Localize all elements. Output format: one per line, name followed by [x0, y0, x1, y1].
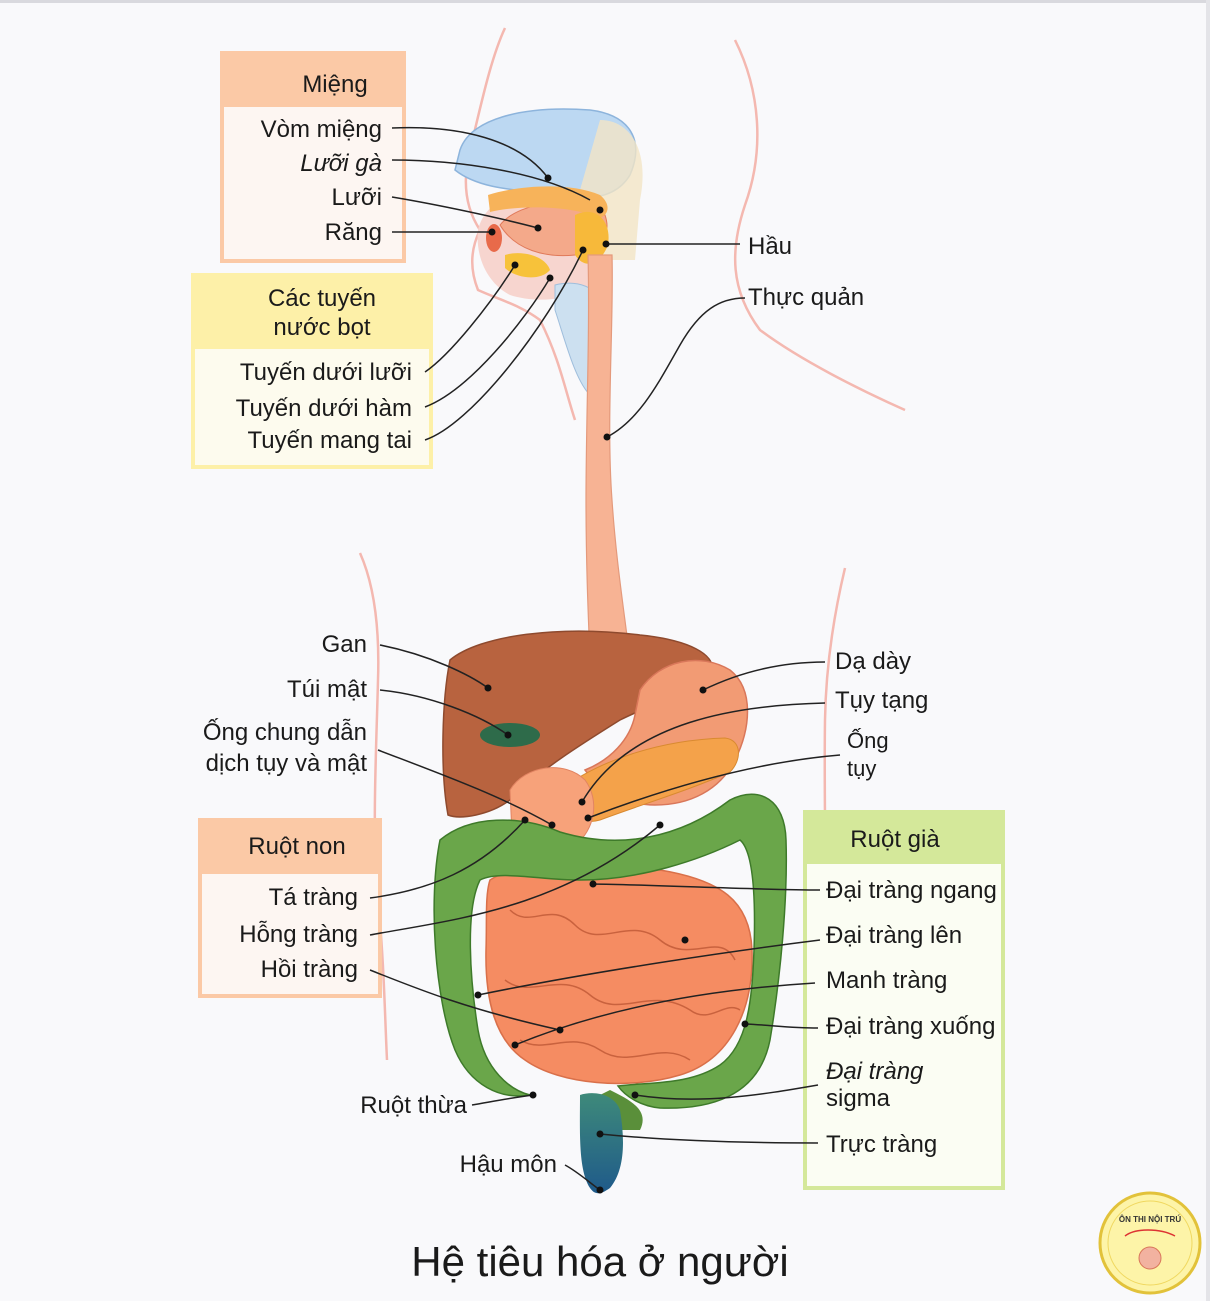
salivary-header-line2: nước bọt: [273, 314, 371, 341]
large-intestine-header: Ruột già: [850, 826, 940, 853]
label-rectum: Trực tràng: [826, 1131, 937, 1158]
label-ileum: Hồi tràng: [261, 956, 358, 983]
liver-shape: [442, 630, 713, 818]
label-submandibular: Tuyến dưới hàm: [236, 395, 412, 422]
large-intestine-box: Ruột già: [803, 810, 1005, 1190]
small-intestine-header: Ruột non: [248, 833, 345, 860]
labels: Vòm miệng Lưỡi gà Lưỡi Răng Tuyến dưới l…: [203, 116, 997, 1178]
label-common-duct-2: dịch tụy và mật: [206, 750, 368, 777]
label-esophagus: Thực quản: [748, 284, 864, 311]
label-pancreatic-duct-2: tụy: [847, 756, 876, 781]
label-ascending-colon: Đại tràng lên: [826, 922, 962, 949]
label-anus: Hậu môn: [460, 1151, 557, 1178]
head-organs: [454, 108, 643, 396]
label-cecum: Manh tràng: [826, 967, 947, 994]
label-jejunum: Hỗng tràng: [239, 921, 358, 948]
label-transverse-colon: Đại tràng ngang: [826, 877, 997, 904]
salivary-header-line1: Các tuyến: [268, 285, 376, 312]
label-pancreatic-duct-1: Ống: [847, 727, 889, 753]
esophagus-shape: [585, 254, 631, 661]
logo-badge: ÔN THI NỘI TRÚ: [1098, 1191, 1202, 1295]
label-common-duct-1: Ống chung dẫn: [203, 718, 367, 746]
label-uvula: Lưỡi gà: [300, 150, 382, 177]
sublingual-gland-shape: [505, 253, 550, 278]
right-border: [1206, 0, 1210, 1301]
label-duodenum: Tá tràng: [269, 884, 358, 911]
rectum-shape: [579, 1093, 623, 1194]
label-parotid: Tuyến mang tai: [247, 427, 412, 454]
mouth-header: Miệng: [302, 71, 367, 98]
label-palate: Vòm miệng: [261, 116, 382, 143]
large-intestine-shape: [433, 793, 788, 1109]
leader-dots: [474, 174, 749, 1194]
label-stomach: Dạ dày: [835, 648, 911, 675]
leader-lines: [369, 126, 841, 1191]
label-appendix: Ruột thừa: [360, 1092, 467, 1119]
label-liver: Gan: [322, 631, 367, 658]
label-pancreas: Tụy tạng: [835, 687, 928, 714]
label-sublingual: Tuyến dưới lưỡi: [240, 359, 412, 386]
label-teeth: Răng: [325, 219, 382, 246]
logo-text: ÔN THI NỘI TRÚ: [1119, 1215, 1181, 1224]
small-intestine-box: Ruột non: [198, 818, 382, 998]
label-tongue: Lưỡi: [332, 184, 382, 211]
label-pharynx: Hầu: [748, 233, 792, 260]
intestine-folds: [504, 909, 741, 1061]
label-descending-colon: Đại tràng xuống: [826, 1013, 995, 1040]
label-sigmoid-2: sigma: [826, 1085, 891, 1112]
label-sigmoid-1: Đại tràng: [826, 1058, 924, 1085]
small-intestine-shape: [485, 862, 753, 1085]
page-title: Hệ tiêu hóa ở người: [411, 1238, 789, 1285]
salivary-box: Các tuyến nước bọt: [191, 273, 433, 469]
teeth-shape: [486, 224, 502, 252]
mouth-box: Miệng: [220, 51, 406, 263]
top-border: [0, 0, 1210, 3]
label-gallbladder: Túi mật: [287, 676, 367, 703]
